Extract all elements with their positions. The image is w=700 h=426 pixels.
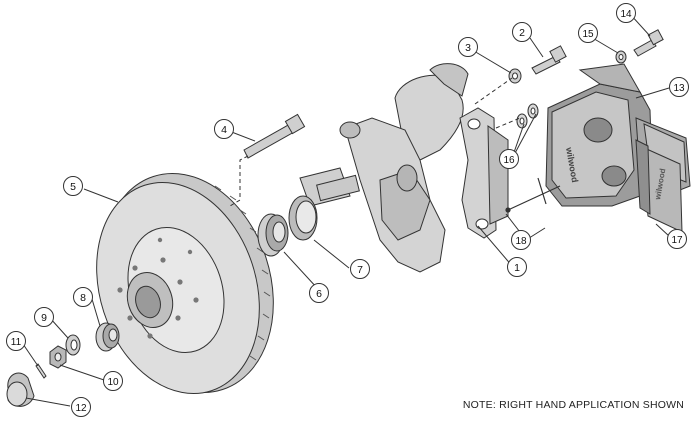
callout-4: 4 — [214, 119, 234, 139]
inner-bearing — [257, 213, 289, 257]
dust-cap — [6, 372, 35, 407]
caliper-washer — [615, 50, 627, 64]
svg-text:11: 11 — [11, 337, 22, 348]
svg-text:2: 2 — [519, 27, 525, 39]
caliper-bolt-long — [243, 113, 306, 159]
spindle-nut — [49, 345, 67, 369]
callout-16: 16 — [499, 149, 519, 169]
svg-text:8: 8 — [80, 292, 86, 304]
callout-6: 6 — [309, 283, 329, 303]
svg-text:16: 16 — [503, 155, 515, 166]
callout-3: 3 — [458, 37, 478, 57]
svg-text:5: 5 — [70, 181, 76, 193]
svg-text:10: 10 — [107, 377, 119, 388]
callout-13: 13 — [669, 77, 689, 97]
bracket-washer — [508, 68, 522, 84]
svg-text:1: 1 — [514, 262, 520, 274]
svg-text:4: 4 — [221, 124, 227, 136]
grease-seal — [288, 195, 318, 241]
callout-11: 11 — [6, 331, 26, 351]
brake-pad-outer: wilwood — [635, 139, 683, 233]
rotor-cross-drill — [214, 185, 271, 361]
alignment-lines — [229, 77, 521, 207]
callout-14: 14 — [616, 3, 636, 23]
callout-12: 12 — [71, 397, 91, 417]
svg-text:3: 3 — [465, 42, 471, 54]
outer-bearing — [95, 322, 120, 352]
callout-5: 5 — [63, 176, 83, 196]
bracket-bolt — [531, 45, 567, 75]
cotter-pin — [35, 363, 47, 379]
callout-9: 9 — [34, 307, 54, 327]
callout-7: 7 — [350, 259, 370, 279]
svg-text:6: 6 — [316, 288, 322, 300]
callout-18: 18 — [511, 230, 531, 250]
callout-balloons: 1 2 3 4 5 6 7 8 9 10 11 12 13 14 15 16 1… — [6, 3, 689, 417]
svg-text:9: 9 — [41, 312, 47, 324]
callout-8: 8 — [73, 287, 93, 307]
callout-1: 1 — [507, 257, 527, 277]
svg-text:14: 14 — [620, 9, 632, 20]
caliper-bolt-short — [633, 29, 664, 57]
brake-rotor — [96, 173, 274, 395]
svg-text:15: 15 — [582, 29, 594, 40]
application-note: NOTE: RIGHT HAND APPLICATION SHOWN — [462, 399, 684, 411]
svg-text:12: 12 — [75, 403, 87, 414]
brake-caliper: wilwood — [545, 63, 653, 207]
svg-text:7: 7 — [357, 264, 363, 276]
callout-15: 15 — [578, 23, 598, 43]
steering-knuckle — [299, 63, 469, 273]
callout-2: 2 — [512, 22, 532, 42]
callout-17: 17 — [667, 229, 687, 249]
svg-text:18: 18 — [515, 236, 527, 247]
pad-retaining-pin — [505, 177, 561, 213]
spindle-washer — [65, 334, 81, 356]
rotor-bolt-holes — [117, 237, 199, 339]
svg-text:13: 13 — [673, 83, 685, 94]
caliper-mounting-bracket — [459, 107, 509, 239]
callout-10: 10 — [103, 371, 123, 391]
svg-text:17: 17 — [671, 235, 683, 246]
